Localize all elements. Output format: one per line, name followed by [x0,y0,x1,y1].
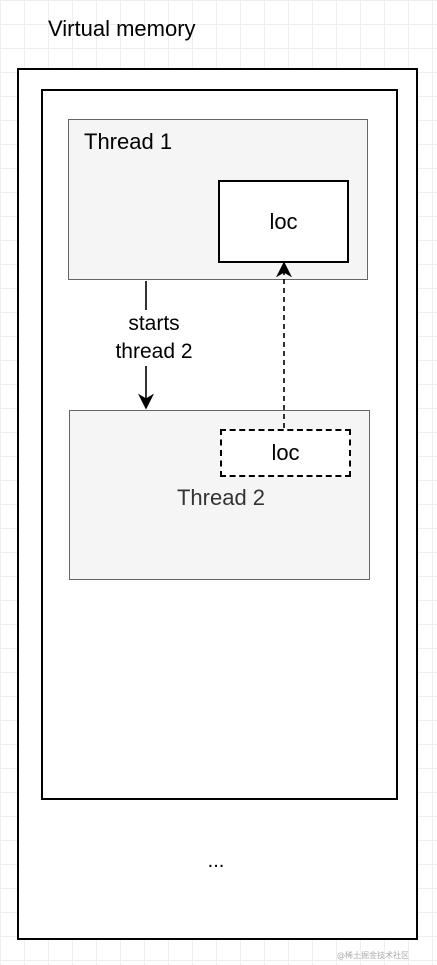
thread2-loc-box: loc [220,429,351,477]
diagram-title: Virtual memory [48,16,196,41]
ellipsis: ... [207,850,225,872]
thread1-loc-label: loc [269,208,298,234]
edge-label-line1: starts [128,312,180,335]
thread1-label: Thread 1 [84,129,173,154]
thread2-label: Thread 2 [176,485,266,510]
edge-label-line2: thread 2 [115,340,193,363]
watermark: @稀土掘金技术社区 [337,951,409,960]
edge-label: starts thread 2 [100,310,208,366]
thread2-loc-label: loc [271,440,300,465]
thread1-loc-box: loc [218,180,349,263]
